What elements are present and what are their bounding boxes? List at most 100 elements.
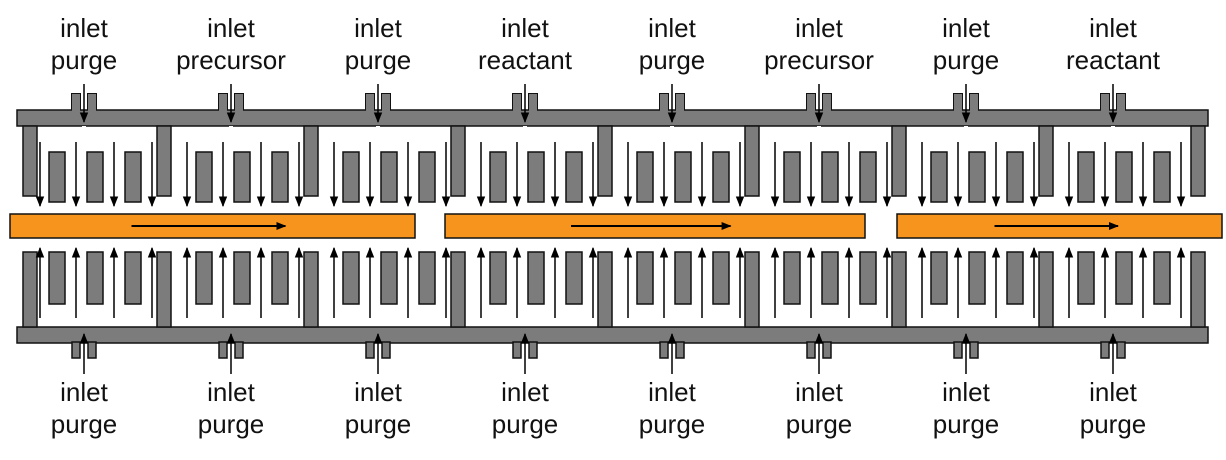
top-baffle-plate — [930, 151, 948, 203]
inlet-word: inlet — [60, 377, 108, 407]
gas-name: purge — [344, 409, 412, 439]
top-baffle-plate — [342, 151, 360, 203]
inlet-word: inlet — [942, 377, 990, 407]
top-inlet-collar-right — [970, 94, 978, 111]
gas-name: purge — [932, 45, 1000, 75]
top-inlet-collar-left — [807, 94, 815, 111]
top-divider-wall — [303, 125, 319, 197]
top-inlet-throat — [376, 126, 380, 140]
bottom-inlet-collar-right — [675, 341, 685, 359]
bottom-inlet-collar-right — [87, 341, 97, 359]
top-inlet-collar-left — [954, 94, 962, 111]
top-baffle-plate — [527, 151, 545, 203]
bottom-inlet-collar-left — [953, 341, 963, 359]
bottom-inlet-collar-right — [969, 341, 979, 359]
bottom-baffle-plate — [783, 251, 801, 305]
top-baffle-plate — [565, 151, 583, 203]
bottom-baffle-plate — [968, 251, 986, 305]
substrate-layer — [9, 213, 1223, 239]
top-inlet-collar-right — [88, 94, 96, 111]
top-baffle-plate — [821, 151, 839, 203]
bottom-baffle-plate — [124, 251, 142, 305]
top-baffle-plate — [86, 151, 104, 203]
bottom-divider-wall — [156, 251, 172, 328]
bottom-inlet-collar-left — [659, 341, 669, 359]
top-baffle-plate — [636, 151, 654, 203]
top-baffle-plate — [380, 151, 398, 203]
top-inlet-throat — [82, 126, 86, 140]
top-divider-wall — [744, 125, 760, 197]
gas-name: purge — [50, 45, 118, 75]
bottom-inlet-collar-right — [822, 341, 832, 359]
top-baffle-plate — [783, 151, 801, 203]
top-end-wall-right — [1190, 125, 1206, 197]
top-inlet-collar-left — [513, 94, 521, 111]
gas-name: purge — [344, 45, 412, 75]
gas-name: purge — [785, 409, 853, 439]
bottom-inlet-collar-left — [71, 341, 81, 359]
inlet-word: inlet — [795, 377, 843, 407]
gas-name: reactant — [1066, 45, 1160, 75]
bottom-end-wall-left — [22, 251, 38, 328]
bottom-end-wall-right — [1190, 251, 1206, 328]
bottom-inlet-collar-left — [1100, 341, 1110, 359]
bottom-baffle-plate — [418, 251, 436, 305]
bottom-baffle-plate — [489, 251, 507, 305]
bottom-baffle-plate — [380, 251, 398, 305]
top-baffle-plate — [1115, 151, 1133, 203]
bottom-baffle-plate — [1006, 251, 1024, 305]
bottom-inlet-collar-left — [806, 341, 816, 359]
top-divider-wall — [450, 125, 466, 197]
top-baffle-plate — [48, 151, 66, 203]
bottom-baffle-plate — [1077, 251, 1095, 305]
bottom-baffle-plate — [86, 251, 104, 305]
bottom-baffle-plate — [195, 251, 213, 305]
inlet-word: inlet — [648, 377, 696, 407]
bottom-baffle-plate — [712, 251, 730, 305]
bottom-baffle-plate — [930, 251, 948, 305]
top-inlet-throat — [229, 126, 233, 140]
inlet-word: inlet — [60, 13, 108, 43]
gas-name: purge — [197, 409, 265, 439]
top-divider-wall — [597, 125, 613, 197]
bottom-baffle-plate — [1115, 251, 1133, 305]
bottom-baffle-plate — [821, 251, 839, 305]
top-divider-wall — [891, 125, 907, 197]
top-baffle-plate — [968, 151, 986, 203]
top-baffle-plate — [1006, 151, 1024, 203]
top-inlet-throat — [817, 126, 821, 140]
top-baffle-plate — [124, 151, 142, 203]
bottom-divider-wall — [450, 251, 466, 328]
inlet-word: inlet — [354, 13, 402, 43]
top-inlet-collar-right — [235, 94, 243, 111]
top-divider-wall — [1038, 125, 1054, 197]
top-inlet-collar-left — [1101, 94, 1109, 111]
top-inlet-collar-right — [823, 94, 831, 111]
bottom-baffle-plate — [271, 251, 289, 305]
bottom-divider-wall — [303, 251, 319, 328]
gas-name: purge — [491, 409, 559, 439]
top-inlet-collar-left — [219, 94, 227, 111]
bottom-baffle-plate — [48, 251, 66, 305]
top-inlet-collar-left — [660, 94, 668, 111]
bottom-baffle-plate — [342, 251, 360, 305]
top-divider-wall — [156, 125, 172, 197]
inlet-word: inlet — [207, 13, 255, 43]
bottom-baffle-plate — [565, 251, 583, 305]
inlet-word: inlet — [1089, 377, 1137, 407]
gas-name: precursor — [176, 45, 286, 75]
top-inlet-throat — [670, 126, 674, 140]
gas-name: precursor — [764, 45, 874, 75]
top-inlet-throat — [964, 126, 968, 140]
bottom-inlet-collar-right — [381, 341, 391, 359]
bottom-inlet-collar-left — [365, 341, 375, 359]
